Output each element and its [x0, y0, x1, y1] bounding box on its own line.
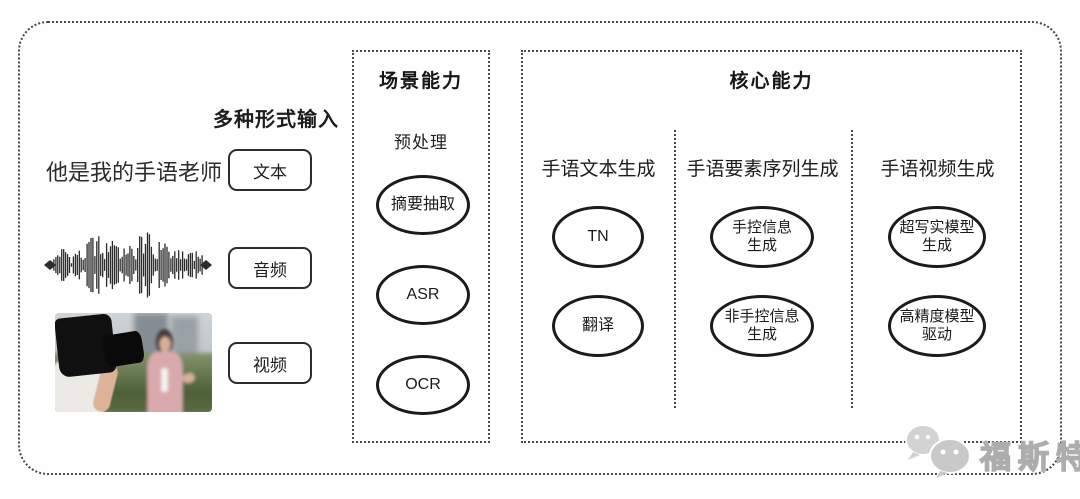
node-asr: ASR	[376, 265, 470, 325]
node-high-precision-model-driving: 高精度模型 驱动	[888, 295, 986, 357]
column-header: 手语要素序列生成	[686, 159, 839, 180]
scene-box-title: 场景能力	[378, 71, 463, 92]
input-section-title: 多种形式输入	[213, 109, 339, 131]
video-thumbnail	[55, 313, 212, 412]
core-box-title: 核心能力	[729, 71, 814, 92]
node-manual-info-generation: 手控信息 生成	[710, 206, 814, 268]
node-hyperrealistic-model-generation: 超写实模型 生成	[888, 206, 986, 268]
core-capability-box: 核心能力 手语文本生成 TN 翻译 手语要素序列生成 手控信息 生成 非手控信息…	[521, 50, 1022, 443]
thumb-reporter	[140, 328, 197, 412]
column-header: 手语文本生成	[541, 159, 656, 180]
column-header: 手语视频生成	[880, 159, 995, 180]
reporter-microphone	[160, 367, 169, 392]
column-sign-video-generation: 手语视频生成 超写实模型 生成 高精度模型 驱动	[851, 52, 1024, 441]
audio-waveform-icon	[42, 227, 214, 303]
wechat-bubbles-icon	[905, 424, 971, 478]
input-type-video-box: 视频	[228, 342, 312, 384]
sample-sentence: 他是我的手语老师	[46, 160, 223, 185]
node-summary-extraction: 摘要抽取	[376, 175, 470, 235]
column-sign-text-generation: 手语文本生成 TN 翻译	[523, 52, 674, 441]
camera-lens-icon	[101, 329, 146, 368]
watermark-text: 福斯特	[979, 439, 1080, 475]
column-divider	[851, 130, 853, 408]
reporter-face	[158, 335, 171, 352]
node-tn: TN	[552, 206, 644, 268]
node-ocr: OCR	[376, 355, 470, 415]
preprocess-label: 预处理	[394, 133, 448, 152]
watermark: 福斯特	[898, 420, 1080, 478]
scene-capability-box: 场景能力 预处理 摘要抽取 ASR OCR	[352, 50, 490, 443]
outer-dashed-border	[18, 21, 1062, 475]
node-non-manual-info-generation: 非手控信息 生成	[710, 295, 814, 357]
node-translation: 翻译	[552, 295, 644, 357]
column-sign-element-sequence-generation: 手语要素序列生成 手控信息 生成 非手控信息 生成	[674, 52, 851, 441]
input-type-text-box: 文本	[228, 149, 312, 191]
column-divider	[674, 130, 676, 408]
input-type-audio-box: 音频	[228, 247, 312, 289]
